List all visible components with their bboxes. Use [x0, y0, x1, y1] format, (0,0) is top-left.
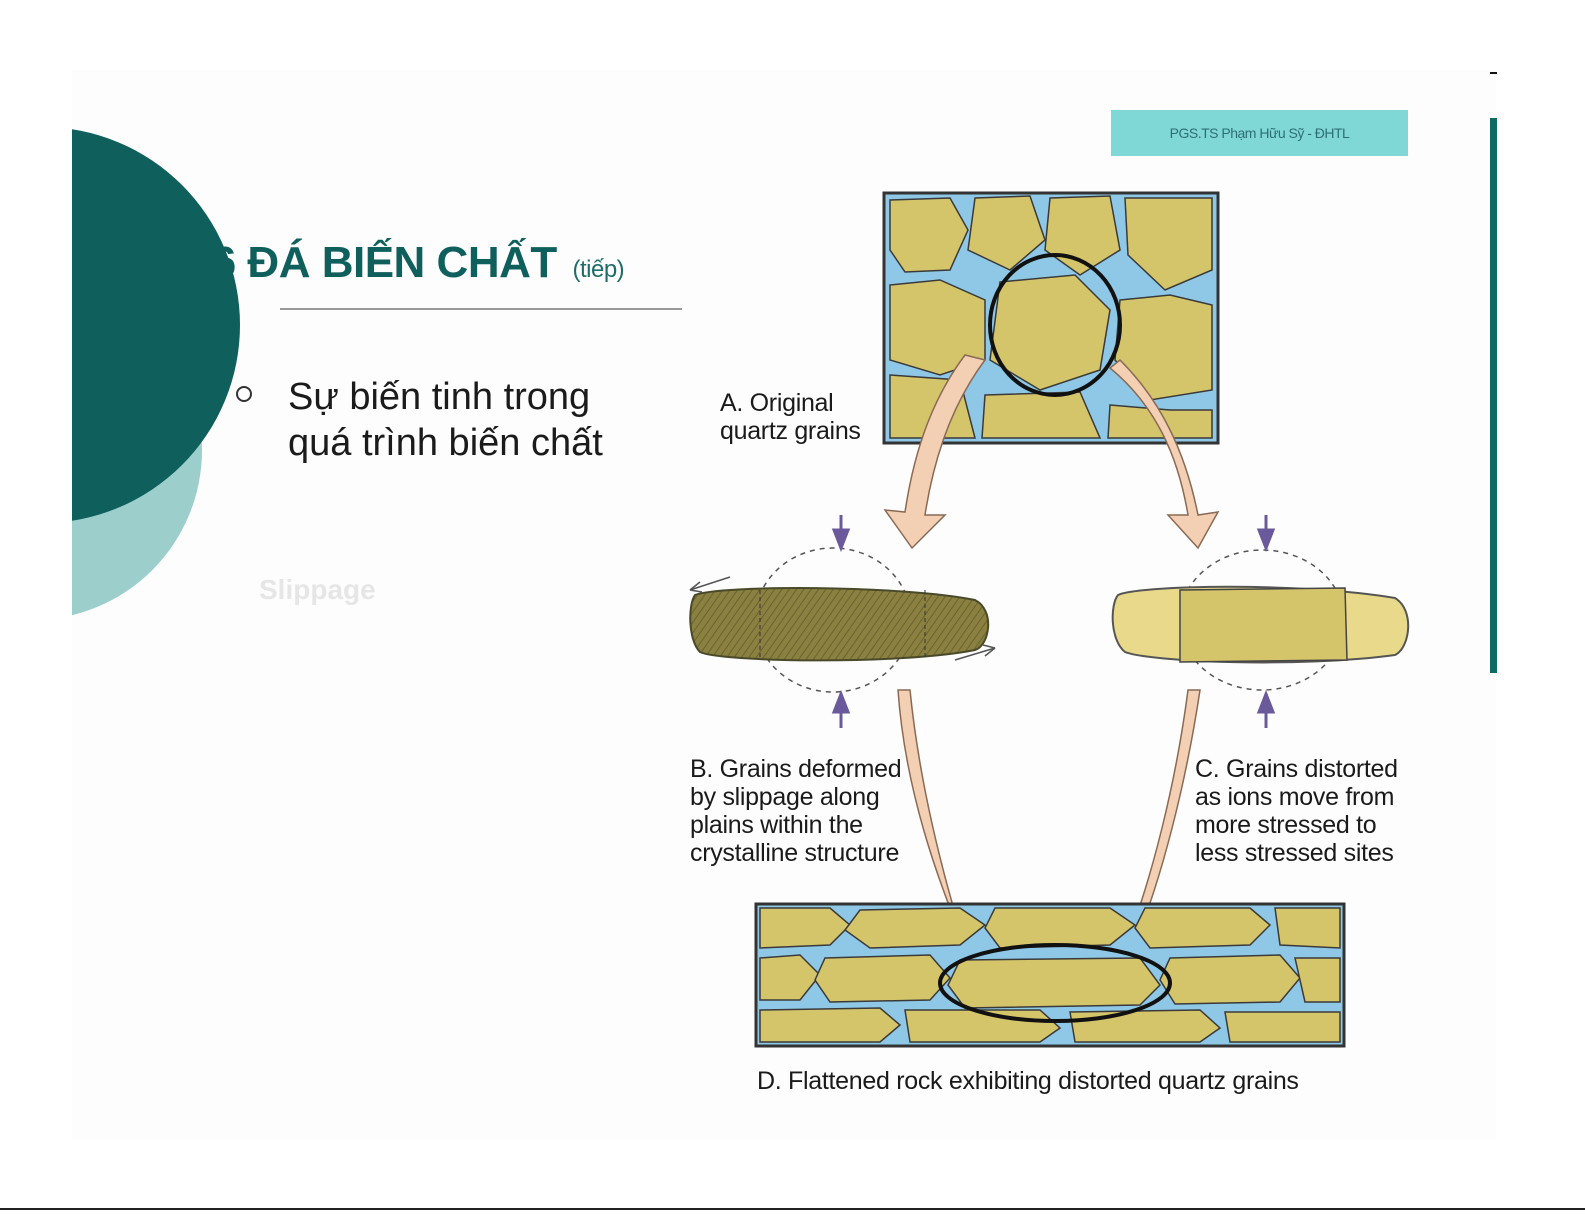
caption-b-line-3: plains within the [690, 811, 863, 839]
title-underline [280, 308, 682, 310]
panel-b-slippage [689, 515, 996, 728]
right-accent-bar [1490, 118, 1497, 673]
caption-a-line-2: quartz grains [720, 417, 861, 445]
caption-d: D. Flattened rock exhibiting distorted q… [757, 1067, 1299, 1095]
bullet-icon [236, 386, 252, 402]
caption-c-line-4: less stressed sites [1195, 839, 1394, 867]
caption-a-line-1: A. Original [720, 389, 834, 417]
page-bottom-rule [0, 1208, 1585, 1210]
corner-dash [1490, 72, 1497, 74]
ghost-label: Slippage [259, 574, 376, 605]
caption-b-line-2: by slippage along [690, 783, 880, 811]
caption-b-line-4: crystalline structure [690, 839, 900, 867]
caption-b: B. Grains deformed by slippage along pla… [690, 755, 902, 867]
slide-title-text: i6 ĐÁ BIẾN CHẤT [200, 238, 557, 287]
panel-d-flattened-rock [754, 902, 1346, 1048]
bullet-line-1: Sự biến tinh trong [288, 376, 591, 418]
caption-c: C. Grains distorted as ions move from mo… [1195, 755, 1398, 867]
arrows-a-to-b-c [883, 354, 1220, 550]
author-badge: PGS.TS Phạm Hữu Sỹ - ĐHTL [1111, 110, 1408, 156]
bullet-text: Sự biến tinh trong quá trình biến chất [288, 374, 668, 466]
bullet-line-2: quá trình biến chất [288, 422, 603, 464]
caption-a: A. Original quartz grains [720, 389, 861, 445]
decorative-circles [72, 129, 240, 616]
slide-title-suffix: (tiếp) [572, 256, 625, 283]
panel-c-ion-migration [1111, 515, 1410, 728]
panel-a-original-grains [882, 191, 1220, 445]
caption-c-line-1: C. Grains distorted [1195, 755, 1398, 783]
caption-c-line-3: more stressed to [1195, 811, 1377, 839]
slide-title: i6 ĐÁ BIẾN CHẤT (tiếp) [200, 238, 625, 288]
caption-b-line-1: B. Grains deformed [690, 755, 902, 783]
caption-c-line-2: as ions move from [1195, 783, 1395, 811]
